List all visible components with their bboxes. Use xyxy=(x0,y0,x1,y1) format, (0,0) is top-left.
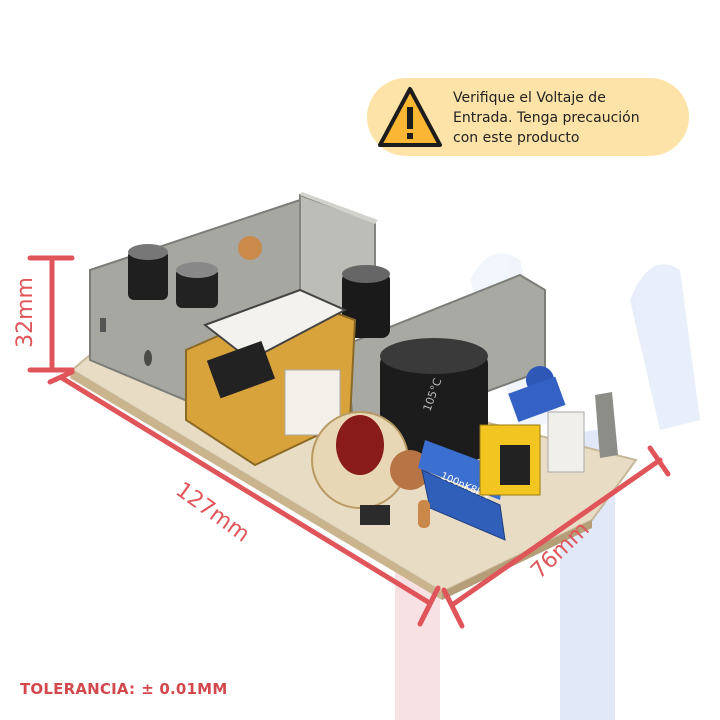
warning-triangle-icon xyxy=(378,87,442,147)
capacitors-small xyxy=(128,236,390,338)
tolerance-note: TOLERANCIA: ± 0.01MM xyxy=(20,680,233,698)
warning-line-2: Entrada. Tenga precaución xyxy=(453,110,640,126)
tolerance-label: TOLERANCIA: xyxy=(20,680,136,698)
small-components xyxy=(360,500,430,528)
warning-line-1: Verifique el Voltaje de xyxy=(453,90,606,106)
warning-callout: Verifique el Voltaje de Entrada. Tenga p… xyxy=(367,78,689,156)
transformer xyxy=(185,288,357,467)
tolerance-value: ± 0.01MM xyxy=(141,680,228,698)
warning-line-3: con este producto xyxy=(453,130,580,146)
common-mode-choke xyxy=(479,366,618,496)
bulk-capacitor: 105°C xyxy=(380,338,488,460)
warning-text: Verifique el Voltaje de Entrada. Tenga p… xyxy=(453,88,681,148)
height-dimension-label: 32mm xyxy=(12,277,38,348)
dimension-lines xyxy=(27,255,671,629)
